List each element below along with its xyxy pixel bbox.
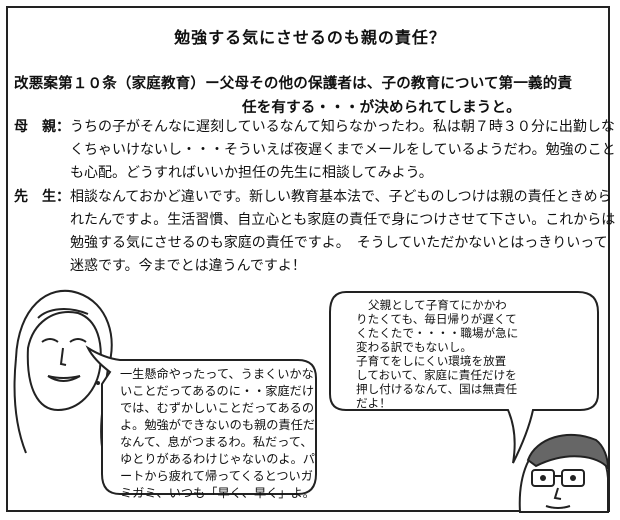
teacher-line-2: れたんですよ。生活習慣、自立心とも家庭の責任で身につけさせて下さい。これからは: [70, 212, 616, 228]
father-speech-bubble: [329, 291, 599, 464]
teacher-line-4: 迷惑です。今までとは違うんですよ！: [70, 258, 306, 274]
mother-line-2: くちゃいけないし・・・そういえば夜遅くまでメールをしているようだわ。勉強のこと: [70, 142, 616, 158]
mother-line-1: うちの子がそんなに遅刻しているなんて知らなかったわ。私は朝７時３０分に出勤しな: [70, 119, 615, 135]
father-bubble-line-6: しておいて、家庭に責任だけを: [356, 368, 517, 382]
mother-bubble-line-3: では、むずかしいことだってあるの: [120, 401, 315, 415]
subheading-line-2: 任を有する・・・が決められてしまうと。: [242, 100, 521, 116]
mother-speech-bubble: [85, 345, 317, 495]
father-bubble-line-3: くたくたで・・・・職場が急に: [356, 326, 519, 340]
mother-bubble-line-1: 一生懸命やったって、うまくいかな: [120, 367, 314, 381]
mother-speaker-label: 母 親：: [14, 119, 70, 135]
mother-bubble-line-5: なんて、息がつまるわ。私だって、: [120, 435, 313, 449]
mother-dialogue: 母 親： うちの子がそんなに遅刻しているなんて知らなかったわ。私は朝７時３０分に…: [8, 116, 616, 186]
teacher-line-3: 勉強する気にさせるのも家庭の責任ですよ。 そうしていただかないとはっきりいって: [70, 235, 608, 251]
mother-bubble-line-4: よ。勉強ができないのも親の責任だ: [120, 418, 315, 432]
mother-illustration: [13, 289, 113, 454]
father-bubble-text: 父親として子育てにかかわ りたくても、毎日帰りが遅くて くたくたで・・・・職場が…: [356, 298, 518, 410]
father-bubble-line-8: だよ！: [356, 396, 391, 410]
father-illustration: [518, 433, 610, 513]
teacher-dialogue: 先 生： 相談なんておかど違いです。新しい教育基本法で、子どものしつけは親の責任…: [8, 186, 616, 278]
mother-bubble-line-2: いことだってあるのに・・家庭だけ: [120, 384, 315, 398]
father-bubble-line-2: りたくても、毎日帰りが遅くて: [356, 312, 517, 326]
mother-bubble-line-7: ートから疲れて帰ってくるとついガ: [120, 469, 313, 483]
father-bubble-line-7: 押し付けるなんて、国は無責任: [356, 382, 518, 396]
teacher-line-1: 相談なんておかど違いです。新しい教育基本法で、子どものしつけは親の責任ときめら: [70, 189, 612, 205]
teacher-speaker-label: 先 生：: [14, 189, 70, 205]
mother-bubble-line-6: ゆとりがあるわけじゃないのよ。パ: [120, 452, 315, 466]
mother-line-3: も心配。どうすればいいか担任の先生に相談してみよう。: [70, 165, 433, 181]
subheading-line-1: 改悪案第１０条（家庭教育）ー父母その他の保護者は、子の教育について第一義的責: [14, 76, 573, 92]
illustration: [13, 289, 610, 513]
father-bubble-line-1: 父親として子育てにかかわ: [368, 298, 507, 312]
mother-bubble-text: 一生懸命やったって、うまくいかな いことだってあるのに・・家庭だけ では、むずか…: [120, 366, 315, 502]
father-bubble-line-5: 子育てをしにくい環境を放置: [356, 354, 507, 368]
father-bubble-line-4: 変わる訳でもないし。: [356, 340, 472, 354]
page-frame: 勉強する気にさせるのも親の責任？ 改悪案第１０条（家庭教育）ー父母その他の保護者…: [6, 6, 616, 513]
mother-bubble-line-8: ミガミ、いつも「早く、早く」よ。: [120, 486, 315, 500]
page-title: 勉強する気にさせるのも親の責任？: [174, 28, 446, 47]
